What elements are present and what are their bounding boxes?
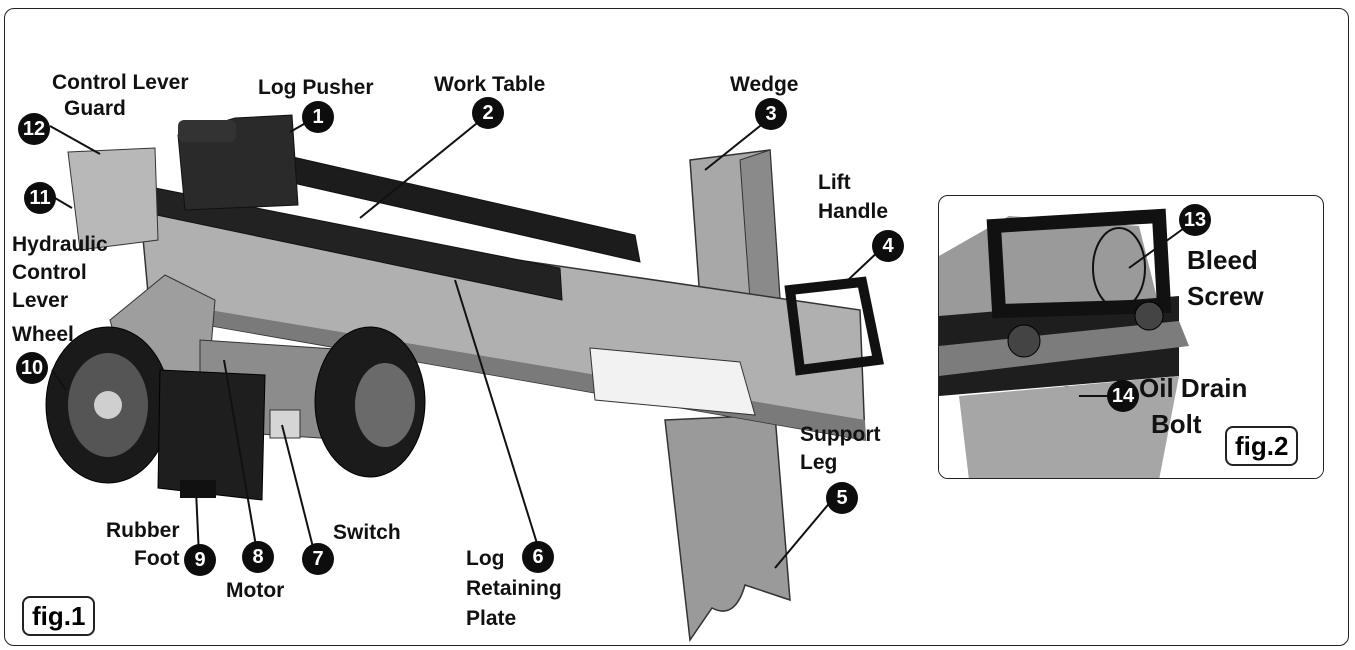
lift-handle-shape [784,276,884,376]
rubber-foot-label-line1: Rubber [106,519,180,542]
fig2-label: fig.2 [1225,426,1299,466]
badge-8: 8 [242,541,274,573]
work-table-label: Work Table [434,73,546,96]
badge-12: 12 [18,113,50,145]
motor-label: Motor [226,579,285,602]
switch-box-shape [157,369,266,501]
badge-9: 9 [184,544,216,576]
badge-13: 13 [1179,204,1211,236]
wedge-label: Wedge [730,73,799,96]
badge-5: 5 [826,482,858,514]
control-lever-guard-label-line2: Guard [64,97,126,120]
log-retaining-plate-label-line1: Log [466,547,505,570]
badge-2: 2 [472,97,504,129]
lift-handle-label-line2: Handle [818,200,889,223]
badge-14: 14 [1107,380,1139,412]
oil-drain-bolt-label-line1: Oil Drain [1139,373,1248,403]
hydraulic-control-lever-label-line2: Control [12,261,87,284]
log-pusher-label: Log Pusher [258,76,374,99]
hydraulic-control-lever-label-line1: Hydraulic [12,233,108,256]
badge-11: 11 [24,182,56,214]
switch-label: Switch [333,521,401,544]
control-lever-guard-shape [67,147,159,251]
hydraulic-control-lever-label-line3: Lever [12,289,69,312]
bleed-screw-illustration [939,208,1323,478]
figure-frame [4,8,1349,646]
badge-6: 6 [522,541,554,573]
badge-1: 1 [302,101,334,133]
support-leg-shape [664,414,791,643]
wheel-label: Wheel [12,323,74,346]
badge-4: 4 [872,230,904,262]
rubber-foot-label-line2: Foot [134,547,180,570]
lift-handle-label-line1: Lift [818,171,851,194]
badge-7: 7 [302,543,334,575]
support-leg-label-line1: Support [800,423,881,446]
badge-3: 3 [755,98,787,130]
fig2-inset: 13 Bleed Screw 14 Oil Drain Bolt fig.2 [938,195,1324,479]
control-lever-guard-label-line1: Control Lever [52,71,189,94]
handle-shape [986,208,1172,319]
oil-drain-bolt-label-line2: Bolt [1151,409,1202,439]
log-retaining-plate-label-line2: Retaining [466,577,562,600]
bleed-screw-label-line2: Screw [1187,281,1264,311]
badge-10: 10 [16,352,48,384]
support-leg-label-line2: Leg [800,451,838,474]
bleed-screw-label-line1: Bleed [1187,245,1258,275]
log-retaining-plate-label-line3: Plate [466,607,517,630]
fig1-label: fig.1 [22,596,96,636]
